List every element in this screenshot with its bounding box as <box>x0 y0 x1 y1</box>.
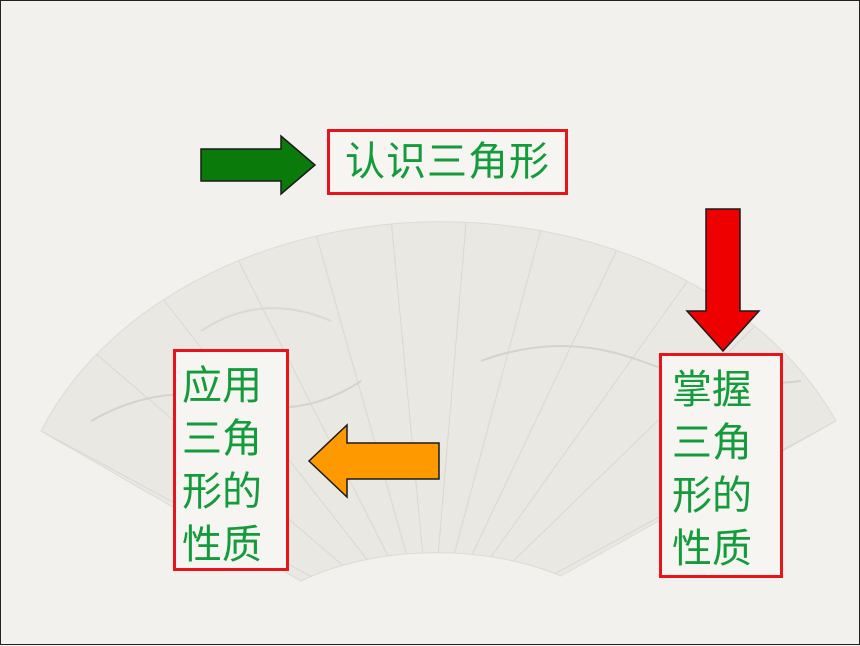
step-2-box: 掌握三角形的性质 <box>659 353 783 578</box>
step-1-box: 认识三角形 <box>327 129 568 195</box>
step-3-box: 应用三角形的性质 <box>173 349 289 571</box>
step-2-label: 掌握三角形的性质 <box>672 367 752 572</box>
arrow-right-icon <box>200 134 317 196</box>
arrow-down-icon <box>685 208 761 353</box>
step-1-label: 认识三角形 <box>345 139 550 185</box>
step-3-label: 应用三角形的性质 <box>182 363 262 568</box>
arrow-left-icon <box>307 423 440 499</box>
